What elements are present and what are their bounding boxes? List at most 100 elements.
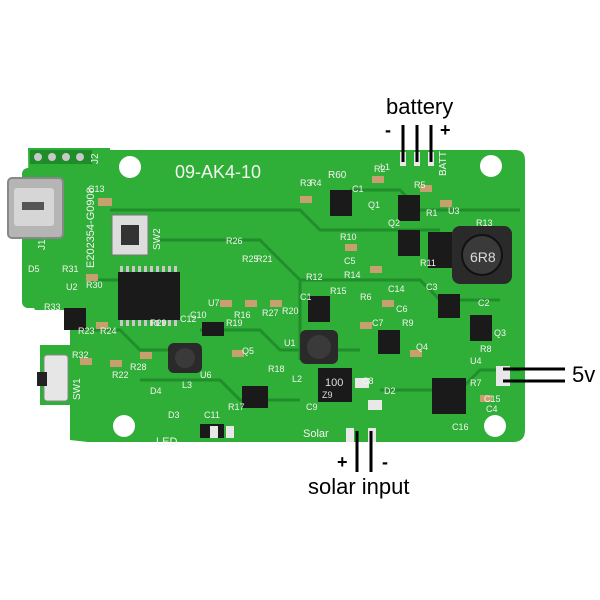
designator-c13: C13: [88, 184, 105, 194]
designator-r13: R13: [476, 218, 493, 228]
header-j2: [30, 150, 92, 164]
designator-u3: U3: [448, 206, 460, 216]
designator-u6: U6: [200, 370, 212, 380]
designator-r14: R14: [344, 270, 361, 280]
led-silk: LED: [156, 436, 177, 448]
designator-c10: C10: [190, 310, 207, 320]
designator-q2: Q2: [388, 218, 400, 228]
designator-d3: D3: [168, 410, 180, 420]
designator-c7: C7: [372, 318, 384, 328]
main-ic: [118, 272, 180, 320]
designator-r28: R28: [130, 362, 147, 372]
designator-r2: R2: [374, 164, 386, 174]
designator-r18: R18: [268, 364, 285, 374]
designator-r16: R16: [234, 310, 251, 320]
designator-r1: R1: [426, 208, 438, 218]
designator-r32: R32: [72, 350, 89, 360]
designator-r3: R3: [300, 178, 312, 188]
designator-u7: U7: [208, 298, 220, 308]
designator-r8: R8: [480, 344, 492, 354]
battery-plus-label: +: [440, 120, 451, 140]
passives: [80, 176, 492, 402]
designator-r15: R15: [330, 286, 347, 296]
sw1-silk: SW1: [72, 378, 83, 400]
callout-wires: [355, 125, 565, 472]
designator-q5: Q5: [242, 346, 254, 356]
designator-r10: R10: [340, 232, 357, 242]
designator-c4: C4: [486, 404, 498, 414]
solar-silk: Solar: [303, 428, 329, 440]
j1-silk: J1: [37, 239, 48, 250]
designator-r21: R21: [256, 254, 273, 264]
designator-l1: L1: [380, 162, 390, 172]
designator-r23: R23: [78, 326, 95, 336]
designator-r26: R26: [226, 236, 243, 246]
designator-r4: R4: [310, 178, 322, 188]
designator-l3: L3: [182, 380, 192, 390]
pcb-board: [28, 148, 525, 442]
solar-minus-label: -: [382, 452, 388, 472]
designator-c5: C5: [344, 256, 356, 266]
z9-marking: Z9: [322, 390, 333, 400]
designator-r6: R6: [360, 292, 372, 302]
mounting-hole: [113, 415, 135, 437]
designator-r25: R25: [242, 254, 259, 264]
designator-r20: R20: [282, 306, 299, 316]
smd-parts: [64, 190, 492, 438]
designator-q1: Q1: [368, 200, 380, 210]
inductor-marking: 6R8: [470, 249, 496, 265]
sw2-silk: SW2: [152, 228, 163, 250]
designator-u1: U1: [284, 338, 296, 348]
designator-r27: R27: [262, 308, 279, 318]
designator-r22: R22: [112, 370, 129, 380]
j2-silk: J2: [90, 153, 101, 164]
designator-r29: R29: [150, 318, 167, 328]
designator-d5: D5: [28, 264, 40, 274]
designator-l2: L2: [292, 374, 302, 384]
ic-pins: [120, 266, 177, 326]
designator-r33: R33: [44, 302, 61, 312]
designator-r31: R31: [62, 264, 79, 274]
designator-u4: U4: [470, 356, 482, 366]
mounting-hole: [480, 155, 502, 177]
designator-c12: C12: [180, 314, 197, 324]
slide-switch-sw1[interactable]: [43, 354, 69, 402]
designator-c2: C2: [478, 298, 490, 308]
mounting-hole: [119, 156, 141, 178]
designator-c1: C1: [352, 184, 364, 194]
designator-c16: C16: [452, 422, 469, 432]
r60-silk: R60: [328, 170, 347, 181]
battery-minus-label: -: [385, 120, 391, 140]
designator-c3: C3: [426, 282, 438, 292]
designator-r17: R17: [228, 402, 245, 412]
designator-r11: R11: [420, 258, 436, 268]
solar-plus-label: +: [337, 452, 348, 472]
board-name-silk: 09-AK4-10: [175, 162, 261, 182]
designator-q3: Q3: [494, 328, 506, 338]
designator-c14: C14: [388, 284, 405, 294]
designator-q4: Q4: [416, 342, 428, 352]
designator-d2: D2: [384, 386, 396, 396]
designator-c8: C8: [362, 376, 374, 386]
designator-c11: C11: [204, 410, 220, 420]
serial-silk: E202354-G0908: [85, 187, 97, 268]
designator-r5: R5: [414, 180, 426, 190]
designator-r9: R9: [402, 318, 414, 328]
designator-c1: C1: [300, 292, 312, 302]
designator-c6: C6: [396, 304, 408, 314]
mounting-hole: [484, 415, 506, 437]
designator-r24: R24: [100, 326, 117, 336]
designator-c9: C9: [306, 402, 318, 412]
designator-r19: R19: [226, 318, 243, 328]
designator-c15: C15: [484, 394, 501, 404]
batt-silk: BATT: [438, 151, 449, 176]
battery-label: battery: [386, 94, 454, 119]
output-5v-label: 5v: [572, 362, 596, 387]
designator-d4: D4: [150, 386, 162, 396]
designator-u2: U2: [66, 282, 78, 292]
inductor-small-marking: 100: [325, 377, 343, 389]
designator-r30: R30: [86, 280, 103, 290]
solar-input-label: solar input: [308, 474, 410, 499]
